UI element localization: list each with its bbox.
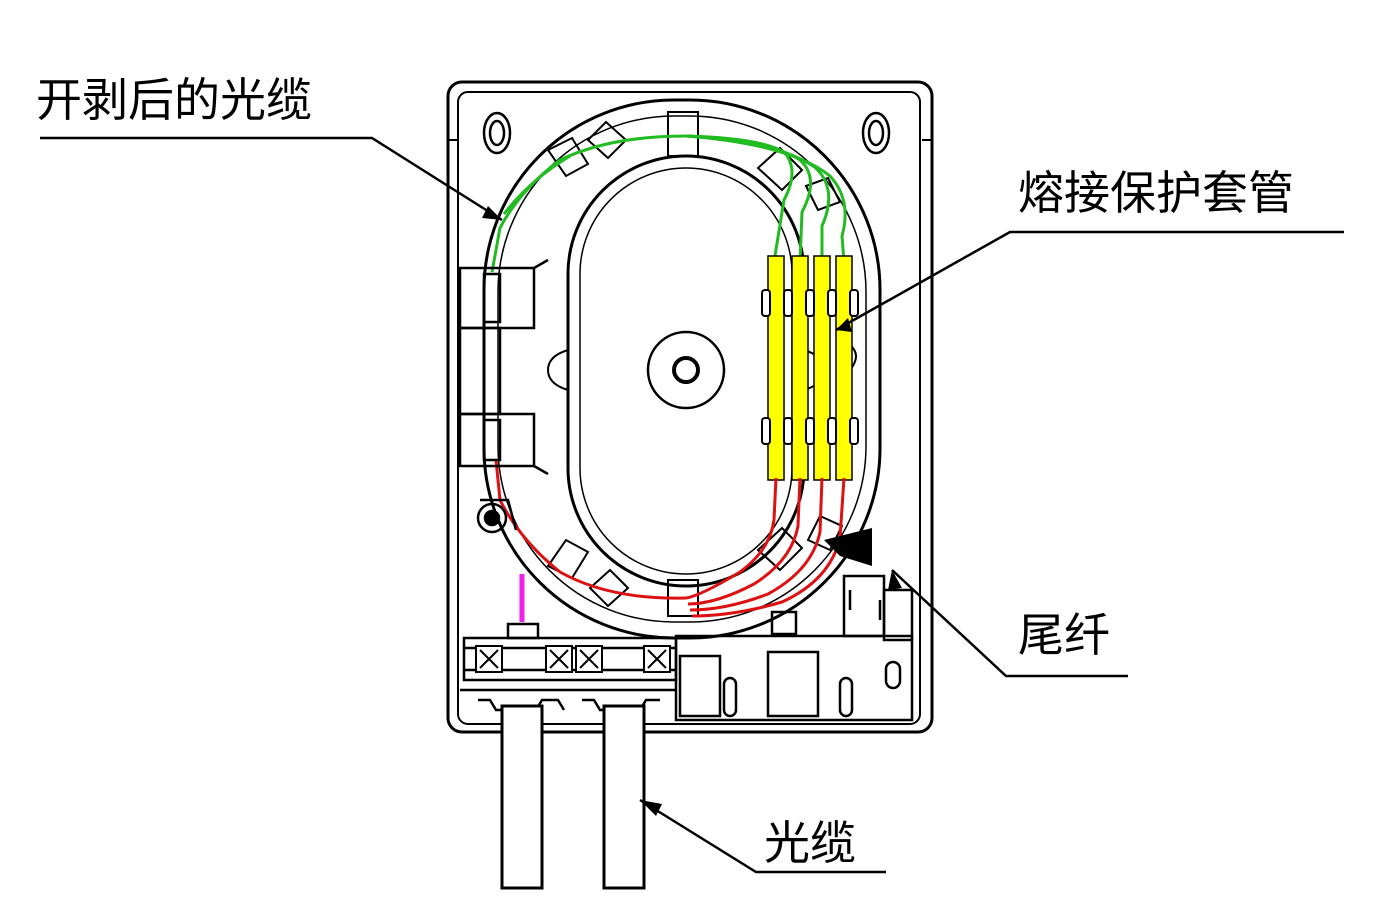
label-pigtail: 尾纤 <box>1018 608 1110 662</box>
fibers-red <box>494 459 846 618</box>
spool-notches <box>546 344 857 396</box>
mounting-hole-left <box>482 111 512 155</box>
label-stripped-cable: 开剥后的光缆 <box>36 73 312 127</box>
leader-lines <box>40 136 1344 874</box>
fibers-green <box>490 134 847 273</box>
clamp-screws <box>475 645 671 673</box>
center-hub <box>646 330 726 410</box>
enclosure <box>446 80 934 734</box>
mounting-hole-right <box>861 111 891 155</box>
adapter-ports <box>674 574 914 722</box>
label-splice-sleeve: 熔接保护套管 <box>1018 166 1294 220</box>
leader-arrows <box>482 206 902 816</box>
fiber-guide-roller <box>476 498 518 534</box>
sleeve-holder-clips <box>761 289 859 445</box>
optical-cables <box>500 704 646 890</box>
label-optical-cable: 光缆 <box>764 816 856 870</box>
splice-tray <box>482 98 882 640</box>
left-entry-blocks <box>458 258 549 476</box>
pigtail-clip <box>824 528 872 566</box>
